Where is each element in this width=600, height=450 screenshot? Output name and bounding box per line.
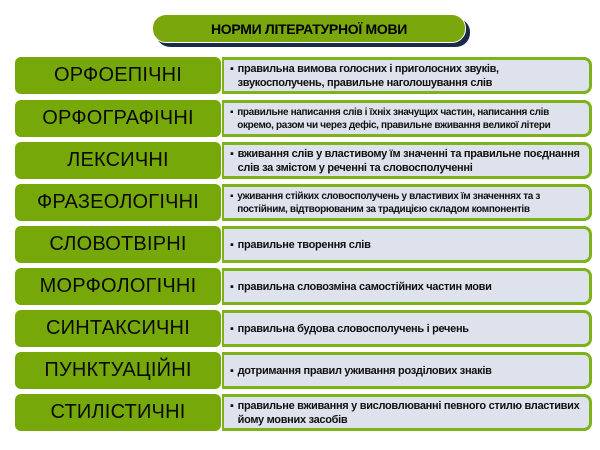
bullet-icon: ▪ [230,238,234,251]
norm-row-word-formation: СЛОВОТВІРНІ ▪правильне творення слів [15,226,593,263]
description-text: правильне вживання у висловлюванні певно… [237,399,580,426]
norm-row-phraseological: ФРАЗЕОЛОГІЧНІ ▪уживання стійких словоспо… [15,184,593,221]
norm-description: ▪вживання слів у властивому їм значенні … [222,142,592,179]
description-text: дотримання правил уживання розділових зн… [237,364,492,377]
norm-label: СТИЛІСТИЧНІ [15,394,221,431]
norm-label: ОРФОЕПІЧНІ [15,57,221,94]
norm-description: ▪правильне вживання у висловлюванні певн… [222,394,592,431]
norm-label: ФРАЗЕОЛОГІЧНІ [15,184,221,221]
bullet-icon: ▪ [230,147,234,160]
norm-description: ▪правильне написання слів і їхніх значущ… [222,100,592,137]
norm-description: ▪правильна вимова голосних і приголосних… [222,57,592,94]
title-banner: НОРМИ ЛІТЕРАТУРНОЇ МОВИ [152,14,470,47]
bullet-icon: ▪ [230,106,234,118]
norm-row-stylistic: СТИЛІСТИЧНІ ▪правильне вживання у вислов… [15,394,593,431]
description-text: правильне творення слів [237,238,371,251]
norm-row-punctuation: ПУНКТУАЦІЙНІ ▪дотримання правил уживання… [15,352,593,389]
page-title: НОРМИ ЛІТЕРАТУРНОЇ МОВИ [152,14,466,43]
norm-row-lexical: ЛЕКСИЧНІ ▪вживання слів у властивому їм … [15,142,593,179]
bullet-icon: ▪ [230,62,234,75]
norm-row-orthographic: ОРФОГРАФІЧНІ ▪правильне написання слів і… [15,100,593,137]
bullet-icon: ▪ [230,364,234,377]
description-text: вживання слів у властивому їм значенні т… [237,147,580,174]
norm-row-morphological: МОРФОЛОГІЧНІ ▪правильна словозміна самос… [15,268,593,305]
description-text: правильне написання слів і їхніх значущи… [237,106,551,131]
norm-label: СЛОВОТВІРНІ [15,226,221,263]
bullet-icon: ▪ [230,280,234,293]
norm-label: ПУНКТУАЦІЙНІ [15,352,221,389]
description-text: правильна будова словосполучень і речень [237,322,469,335]
norm-label: СИНТАКСИЧНІ [15,310,221,347]
description-text: правильна вимова голосних і приголосних … [237,62,499,89]
bullet-icon: ▪ [230,190,234,202]
bullet-icon: ▪ [230,322,234,335]
norm-description: ▪правильне творення слів [222,226,592,263]
norm-description: ▪правильна будова словосполучень і речен… [222,310,592,347]
norm-description: ▪уживання стійких словосполучень у власт… [222,184,592,221]
bullet-icon: ▪ [230,399,234,412]
norm-label: ЛЕКСИЧНІ [15,142,221,179]
norm-row-orthoepic: ОРФОЕПІЧНІ ▪правильна вимова голосних і … [15,57,593,94]
norm-description: ▪дотримання правил уживання розділових з… [222,352,592,389]
description-text: правильна словозміна самостійних частин … [237,280,492,293]
norm-label: МОРФОЛОГІЧНІ [15,268,221,305]
norm-label: ОРФОГРАФІЧНІ [15,100,221,137]
description-text: уживання стійких словосполучень у власти… [237,190,541,215]
norm-description: ▪правильна словозміна самостійних частин… [222,268,592,305]
norm-row-syntactic: СИНТАКСИЧНІ ▪правильна будова словосполу… [15,310,593,347]
